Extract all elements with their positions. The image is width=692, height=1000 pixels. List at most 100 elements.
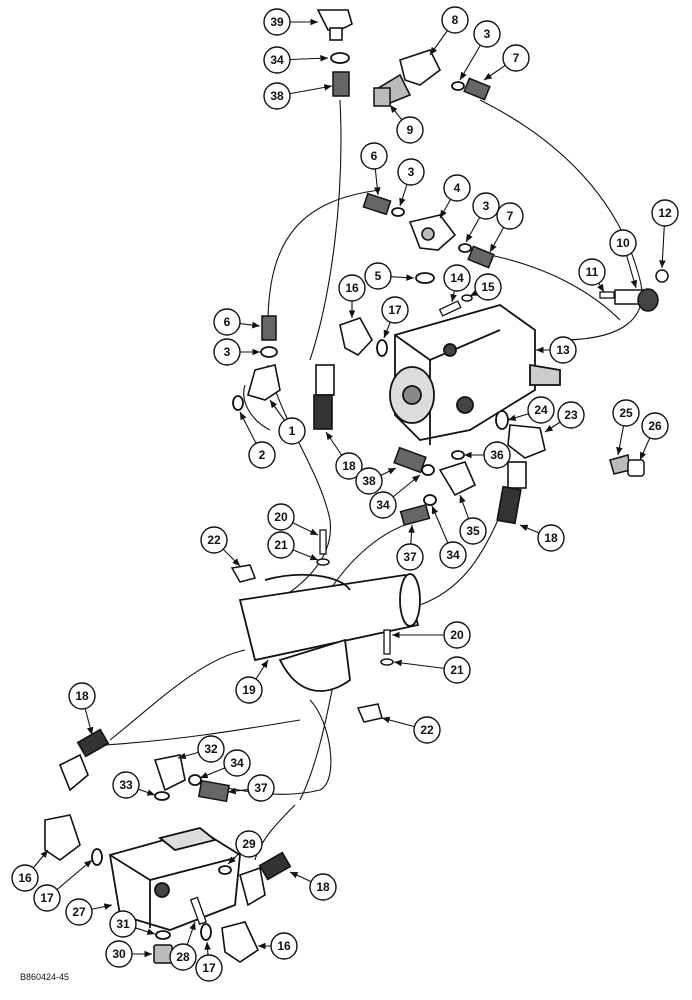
callout-circle (33, 884, 61, 912)
callout-circle (474, 273, 502, 301)
callout-circle (248, 441, 276, 469)
callout-number: 15 (481, 280, 495, 294)
callout-number: 21 (450, 663, 464, 677)
callout-c18d: 18 (309, 873, 337, 901)
callout-c12: 12 (651, 199, 679, 227)
callout-c28: 28 (169, 943, 197, 971)
callout-c6b: 6 (213, 308, 241, 336)
callout-number: 30 (112, 947, 126, 961)
callout-circle (443, 621, 471, 649)
callout-c17c: 17 (195, 954, 223, 982)
callout-c7a: 7 (502, 44, 530, 72)
part-sleeve-38-top (332, 71, 350, 97)
callout-number: 38 (270, 89, 284, 103)
callout-number: 18 (75, 689, 89, 703)
callout-circle (263, 8, 291, 36)
callout-number: 31 (116, 917, 130, 931)
callout-number: 18 (342, 459, 356, 473)
callout-c3a: 3 (473, 20, 501, 48)
callout-number: 35 (466, 524, 480, 538)
callout-c24: 24 (527, 396, 555, 424)
part-oring-31 (155, 930, 171, 940)
callout-circle (267, 503, 295, 531)
part-bolt-11 (599, 291, 615, 299)
part-oring-34-d (188, 774, 202, 786)
callout-number: 3 (224, 345, 231, 359)
callout-number: 34 (270, 53, 284, 67)
callout-c11: 11 (578, 258, 606, 286)
callout-circle (397, 158, 425, 186)
callout-c14: 14 (443, 264, 471, 292)
callout-circle (549, 336, 577, 364)
part-elbow-16-bottom (221, 921, 260, 963)
part-cap-9 (373, 87, 391, 107)
part-washer-21-b (380, 658, 394, 666)
callout-circle (527, 396, 555, 424)
callout-circle (235, 830, 263, 858)
callout-circle (439, 541, 467, 569)
part-bolt-14 (438, 300, 462, 317)
part-oring-3-d (260, 346, 278, 358)
callout-circle (369, 491, 397, 519)
callout-circle (413, 716, 441, 744)
callout-c38b: 38 (355, 467, 383, 495)
part-hose-end-18-b (496, 461, 527, 525)
part-washer-15 (461, 294, 473, 302)
part-oring-34-c (423, 494, 437, 506)
callout-number: 8 (452, 13, 459, 27)
callout-circle (278, 417, 306, 445)
callout-number: 7 (513, 51, 520, 65)
callout-circle (200, 526, 228, 554)
callout-number: 38 (362, 474, 376, 488)
part-elbow-16-left (44, 814, 81, 861)
callout-number: 29 (242, 837, 256, 851)
callout-circle (197, 735, 225, 763)
callout-c23: 23 (557, 401, 585, 429)
callout-c27: 27 (65, 898, 93, 926)
part-sleeve-37-b (197, 779, 231, 803)
callout-c16a: 16 (338, 274, 366, 302)
part-sleeve-7-b (467, 245, 495, 269)
callout-number: 39 (270, 15, 284, 29)
callout-circle (472, 192, 500, 220)
callout-number: 11 (586, 265, 599, 279)
callout-number: 14 (450, 271, 464, 285)
part-washer-21-a (316, 558, 330, 566)
part-elbow-39 (316, 9, 353, 41)
part-nut-12 (655, 269, 669, 283)
callout-number: 3 (408, 165, 415, 179)
callout-number: 33 (119, 778, 133, 792)
part-oring-3-b (391, 207, 405, 217)
callout-c37b: 37 (247, 774, 275, 802)
callout-circle (270, 932, 298, 960)
callout-number: 17 (202, 961, 216, 975)
callout-c26: 26 (641, 412, 669, 440)
callout-c18c: 18 (68, 682, 96, 710)
callout-c17a: 17 (381, 296, 409, 324)
callout-c21b: 21 (443, 656, 471, 684)
callout-circle (267, 531, 295, 559)
part-oring-33 (154, 791, 170, 801)
callout-c21a: 21 (267, 531, 295, 559)
callout-number: 37 (254, 781, 268, 795)
callout-circle (609, 229, 637, 257)
callout-circle (443, 264, 471, 292)
callout-number: 34 (446, 548, 460, 562)
callout-number: 3 (483, 199, 490, 213)
callout-circle (360, 142, 388, 170)
callout-number: 22 (207, 533, 221, 547)
callout-circle (213, 308, 241, 336)
callout-circle (169, 943, 197, 971)
callout-c10: 10 (609, 229, 637, 257)
part-hose-end-18-c (58, 728, 110, 792)
part-sleeve-6-b (261, 315, 277, 341)
part-hose-end-18-a (313, 364, 335, 430)
callout-c30: 30 (105, 940, 133, 968)
callout-circle (641, 412, 669, 440)
callout-circle (443, 174, 471, 202)
callout-circle (235, 676, 263, 704)
part-oring-3-c (458, 243, 472, 253)
part-frame-19 (238, 573, 421, 692)
callout-number: 2 (259, 448, 266, 462)
